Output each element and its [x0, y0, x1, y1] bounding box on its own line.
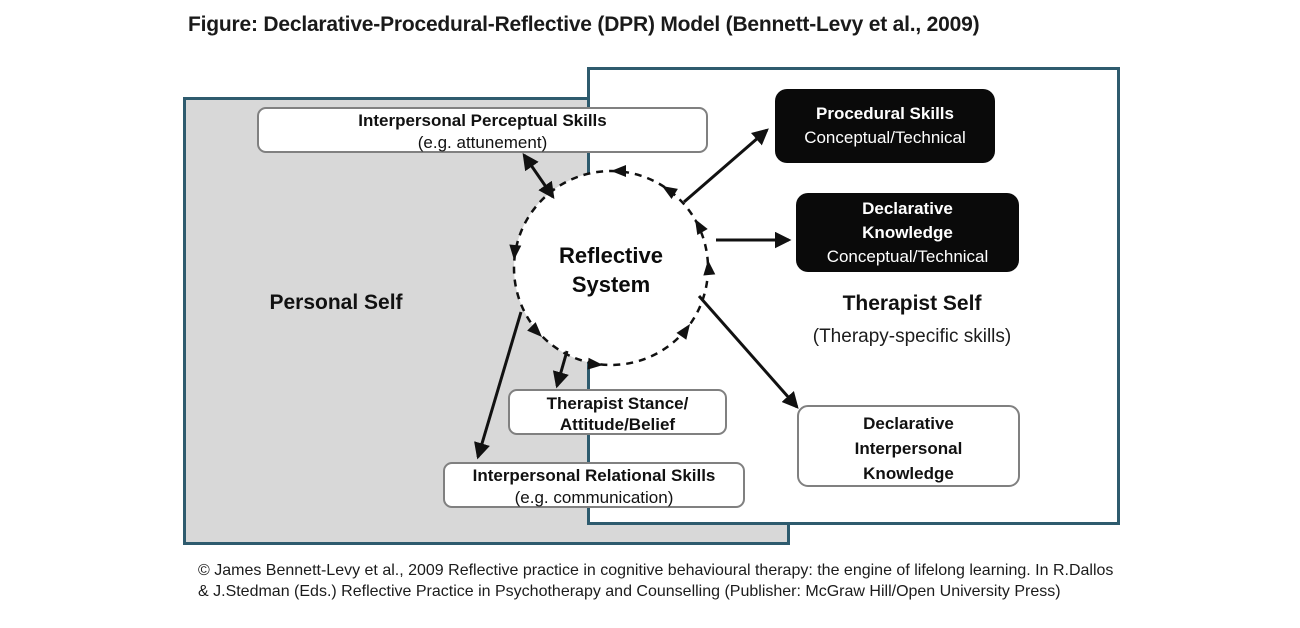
box-subtitle: Conceptual/Technical [826, 247, 989, 266]
box-interpersonal-relational-skills: Interpersonal Relational Skills (e.g. co… [443, 462, 745, 508]
box-title-line1: Declarative [863, 414, 954, 433]
box-title-line2: Interpersonal [854, 439, 963, 458]
box-title-line1: Declarative [862, 199, 953, 218]
box-title-line1: Therapist Stance/ [546, 394, 689, 413]
therapist-self-label: Therapist Self [842, 292, 982, 315]
box-title-line2: Attitude/Belief [559, 415, 676, 434]
box-declarative-knowledge: Declarative Knowledge Conceptual/Technic… [796, 193, 1019, 272]
box-therapist-stance: Therapist Stance/ Attitude/Belief [508, 389, 727, 435]
reflective-system-line2: System [571, 272, 651, 297]
box-subtitle: (e.g. attunement) [417, 133, 548, 152]
reflective-system-label: Reflective System [521, 241, 701, 299]
box-subtitle: (e.g. communication) [514, 488, 674, 507]
box-title-line2: Knowledge [862, 223, 953, 242]
box-title: Interpersonal Perceptual Skills [358, 111, 607, 130]
therapist-self-subtitle: (Therapy-specific skills) [812, 326, 1012, 347]
caption-line2: & J.Stedman (Eds.) Reflective Practice i… [198, 583, 1061, 600]
caption-line1: © James Bennett-Levy et al., 2009 Reflec… [198, 562, 1114, 579]
copyright-caption: © James Bennett-Levy et al., 2009 Reflec… [198, 560, 1238, 602]
box-title: Interpersonal Relational Skills [472, 466, 716, 485]
box-title: Procedural Skills [816, 104, 954, 123]
box-interpersonal-perceptual-skills: Interpersonal Perceptual Skills (e.g. at… [257, 107, 708, 153]
box-declarative-interpersonal-knowledge: Declarative Interpersonal Knowledge [797, 405, 1020, 487]
personal-self-label: Personal Self [269, 291, 403, 314]
figure-title: Figure: Declarative-Procedural-Reflectiv… [188, 13, 980, 36]
reflective-system-line1: Reflective [559, 243, 663, 268]
box-procedural-skills: Procedural Skills Conceptual/Technical [775, 89, 995, 163]
box-title-line3: Knowledge [863, 464, 954, 483]
box-subtitle: Conceptual/Technical [804, 128, 966, 147]
